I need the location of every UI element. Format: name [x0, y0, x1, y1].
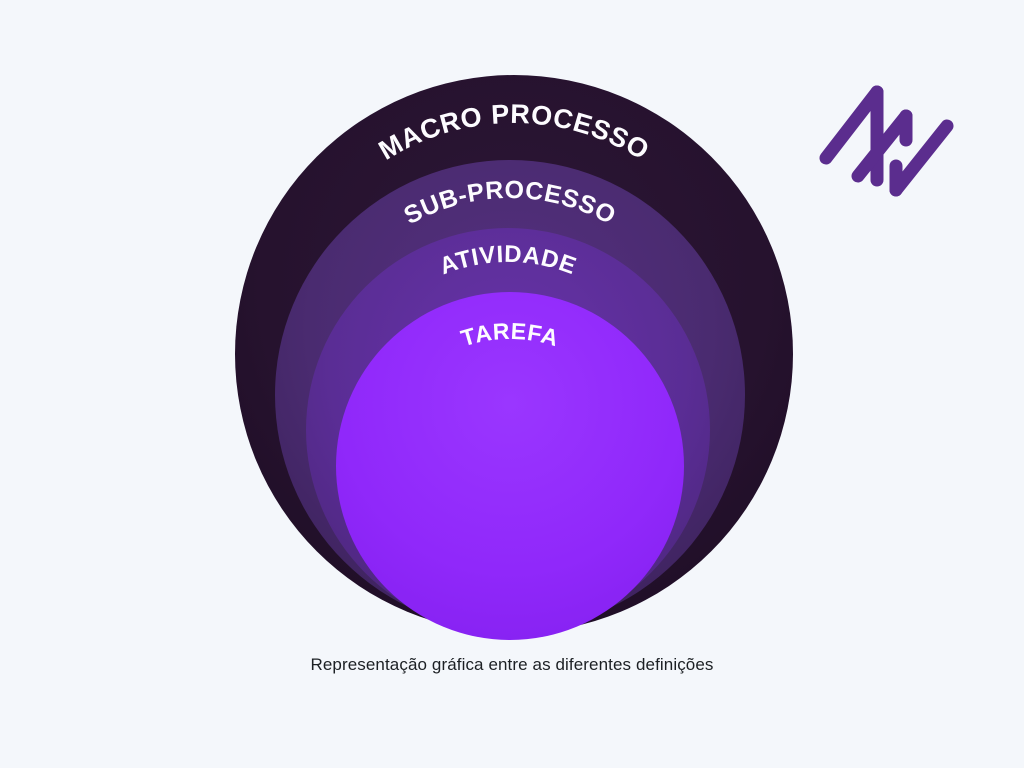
logo-strokes — [819, 85, 954, 197]
logo-stroke-upper-left — [819, 85, 884, 165]
diagram-caption: Representação gráfica entre as diferente… — [310, 655, 714, 674]
logo-stroke-middle — [851, 109, 913, 183]
logo-stroke-lower-right — [889, 119, 954, 197]
brand-logo-zigzag-icon[interactable] — [806, 68, 968, 210]
ring-circle-tarefa[interactable] — [336, 292, 684, 640]
